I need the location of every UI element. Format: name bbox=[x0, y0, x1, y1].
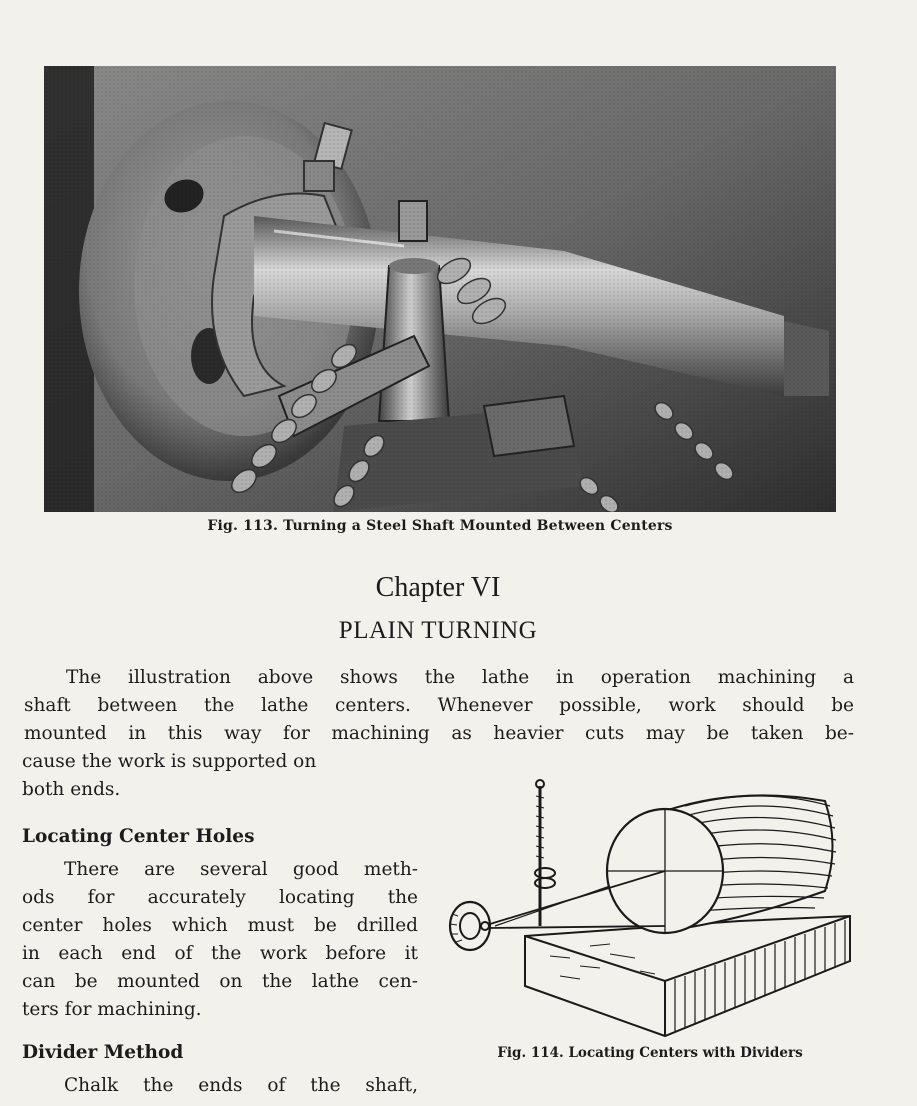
intro-line: The illustration above shows the lathe i… bbox=[66, 667, 854, 688]
figure-114-caption: Fig. 114. Locating Centers with Dividers bbox=[497, 1045, 803, 1061]
body-line: ods for accurately locating the bbox=[22, 887, 418, 908]
intro-line: shaft between the lathe centers. Wheneve… bbox=[24, 695, 854, 716]
figure-113-caption: Fig. 113. Turning a Steel Shaft Mounted … bbox=[207, 518, 673, 534]
body-line: center holes which must be drilled bbox=[22, 915, 418, 936]
section-heading-locating-center-holes: Locating Center Holes bbox=[22, 826, 255, 847]
body-line: There are several good meth- bbox=[64, 859, 418, 880]
intro-line: cause the work is supported on bbox=[22, 751, 317, 772]
lathe-illustration bbox=[44, 66, 836, 512]
intro-paragraph-continued: cause the work is supported on both ends… bbox=[22, 748, 418, 804]
intro-line: mounted in this way for machining as hea… bbox=[24, 723, 854, 744]
locating-center-holes-paragraph: There are several good meth- ods for acc… bbox=[22, 856, 418, 1024]
intro-paragraph: The illustration above shows the lathe i… bbox=[24, 664, 854, 748]
lathe-photo bbox=[44, 66, 836, 512]
body-line: can be mounted on the lathe cen- bbox=[22, 971, 418, 992]
chapter-title: PLAIN TURNING bbox=[338, 617, 538, 644]
section-heading-divider-method: Divider Method bbox=[22, 1042, 184, 1063]
intro-line: both ends. bbox=[22, 779, 121, 800]
body-line: Chalk the ends of the shaft, bbox=[64, 1075, 418, 1096]
chapter-number: Chapter VI bbox=[375, 572, 501, 603]
divider-method-paragraph: Chalk the ends of the shaft, bbox=[22, 1072, 418, 1100]
dividers-drawing bbox=[448, 779, 851, 1038]
body-line: in each end of the work before it bbox=[22, 943, 418, 964]
body-line: ters for machining. bbox=[22, 999, 202, 1020]
dividers-illustration bbox=[440, 776, 856, 1038]
